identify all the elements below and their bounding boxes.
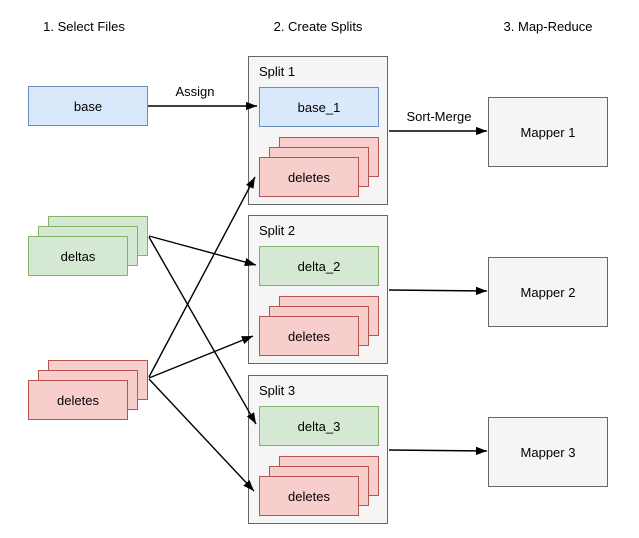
split-2-deletes-label: deletes: [288, 328, 330, 344]
arrow-split2-to-mapper2: [388, 286, 488, 296]
sort-merge-edge-label: Sort-Merge: [399, 109, 479, 124]
split-1-file-label: base_1: [297, 99, 341, 115]
stage-2-header: 2. Create Splits: [273, 19, 363, 34]
stage-1-header: 1. Select Files: [43, 19, 125, 34]
arrow-deletes-to-split3-deletes: [148, 378, 255, 492]
split-2-title: Split 2: [259, 223, 296, 238]
base-file-label: base: [73, 98, 103, 114]
assign-edge-label: Assign: [165, 84, 225, 99]
split-3-container: Split 3 delta_3 deletes: [248, 375, 388, 524]
arrow-deletes-to-split2-deletes: [148, 335, 254, 379]
split-3-file-label: delta_3: [297, 418, 341, 434]
arrow-deletes-to-split1-deletes: [148, 176, 256, 378]
mapper-3-label: Mapper 3: [520, 444, 576, 460]
arrow-deltas-to-delta3: [148, 236, 257, 425]
split-3-file-node: delta_3: [259, 406, 379, 446]
split-3-deletes-stack: deletes: [259, 456, 379, 516]
split-2-file-node: delta_2: [259, 246, 379, 286]
split-3-deletes-label: deletes: [288, 488, 330, 504]
base-file-node: base: [28, 86, 148, 126]
split-1-file-node: base_1: [259, 87, 379, 127]
deltas-stack-front-card: deltas: [28, 236, 128, 276]
deltas-stack-label: deltas: [60, 248, 96, 264]
split-2-container: Split 2 delta_2 deletes: [248, 215, 388, 364]
split-3-title: Split 3: [259, 383, 296, 398]
mapper-2-label: Mapper 2: [520, 284, 576, 300]
deltas-stack-node: deltas: [28, 216, 148, 276]
split-2-deletes-stack: deletes: [259, 296, 379, 356]
split-2-file-label: delta_2: [297, 258, 341, 274]
deletes-stack-label: deletes: [57, 392, 99, 408]
mapper-2-node: Mapper 2: [488, 257, 608, 327]
split-1-title: Split 1: [259, 64, 296, 79]
stage-3-header: 3. Map-Reduce: [503, 19, 593, 34]
mapper-3-node: Mapper 3: [488, 417, 608, 487]
split-1-deletes-stack: deletes: [259, 137, 379, 197]
arrow-deltas-to-delta2: [148, 235, 257, 267]
mapper-1-node: Mapper 1: [488, 97, 608, 167]
deletes-stack-node: deletes: [28, 360, 148, 420]
split-1-container: Split 1 base_1 deletes: [248, 56, 388, 205]
arrow-split3-to-mapper3: [388, 446, 488, 456]
split-1-deletes-label: deletes: [288, 169, 330, 185]
split-2-deletes-front-card: deletes: [259, 316, 359, 356]
mapper-1-label: Mapper 1: [520, 124, 576, 140]
split-1-deletes-front-card: deletes: [259, 157, 359, 197]
deletes-stack-front-card: deletes: [28, 380, 128, 420]
split-3-deletes-front-card: deletes: [259, 476, 359, 516]
